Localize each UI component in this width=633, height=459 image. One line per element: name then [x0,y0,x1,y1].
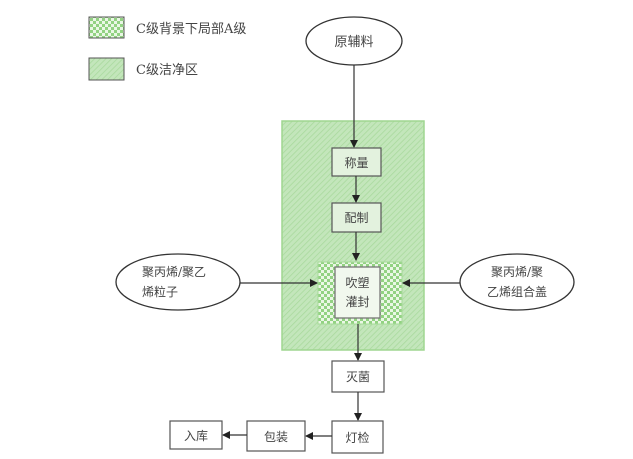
node-packaging [246,420,306,452]
node-pp-pe-cap [459,253,575,311]
legend-label-local-a: C级背景下局部A级 [136,22,246,37]
node-blow-fill-label-1: 吹塑 [345,275,369,290]
node-pp-pe-cap-label-2: 乙烯组合盖 [487,284,547,299]
node-pp-pe-granules-label-1: 聚丙烯/聚乙 [142,265,206,279]
node-blow-fill-seal [334,266,381,319]
node-packaging-label: 包装 [264,430,288,444]
node-warehousing [169,420,223,450]
legend-label-c-clean: C级洁净区 [136,63,198,78]
node-light-inspection-label: 灯检 [345,430,369,445]
legend-swatch-checkered [88,16,125,39]
node-sterilization-label: 灭菌 [346,370,370,384]
node-light-inspection [331,420,384,454]
node-pp-pe-granules [115,253,241,311]
node-weighing [331,147,382,177]
node-blow-fill-label-2: 灌封 [345,295,369,309]
node-pp-pe-cap-label-1: 聚丙烯/聚 [491,265,543,279]
node-preparation [331,202,382,233]
node-preparation-label: 配制 [344,211,368,225]
legend: C级背景下局部A级 C级洁净区 [88,16,246,81]
node-warehousing-label: 入库 [184,428,208,443]
node-pp-pe-granules-label-2: 烯粒子 [142,284,178,299]
legend-swatch-hatched [88,57,125,81]
node-raw-material-label: 原辅料 [334,35,373,50]
node-weighing-label: 称量 [344,156,368,170]
